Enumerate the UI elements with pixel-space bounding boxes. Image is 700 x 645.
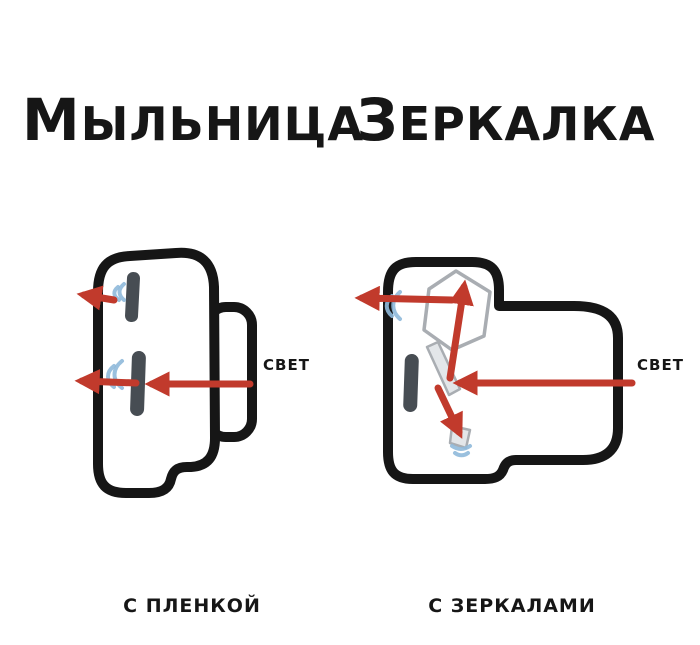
light-up-to-prism-arrow [446,279,474,382]
title-dslr: ЗЕРКАЛКА [356,86,656,154]
shimmer-mark [112,359,124,390]
shimmer-mark [450,444,472,451]
shimmer-mark [391,290,402,321]
caption-with-mirrors: С ЗЕРКАЛАМИ [428,595,596,617]
light-label-right: СВЕТ [637,356,684,374]
light-label-left: СВЕТ [263,356,310,374]
right-camera-body [383,257,623,484]
sensor-strip [403,354,419,412]
title-point-and-shoot: МЫЛЬНИЦА [22,86,364,154]
shimmer-mark [453,451,470,458]
light-out-viewfinder-arrow [354,285,456,311]
left-camera-point-and-shoot [74,247,257,498]
shimmer-mark [112,285,121,302]
light-out-arrow-top [76,285,118,311]
shimmer-mark [117,282,126,302]
light-out-arrow-middle [74,369,140,395]
light-down-to-sensor-arrow [434,384,463,439]
caption-with-film: С ПЛЕНКОЙ [123,595,261,617]
film-strip-top [125,272,140,323]
right-camera-dslr [354,257,636,484]
